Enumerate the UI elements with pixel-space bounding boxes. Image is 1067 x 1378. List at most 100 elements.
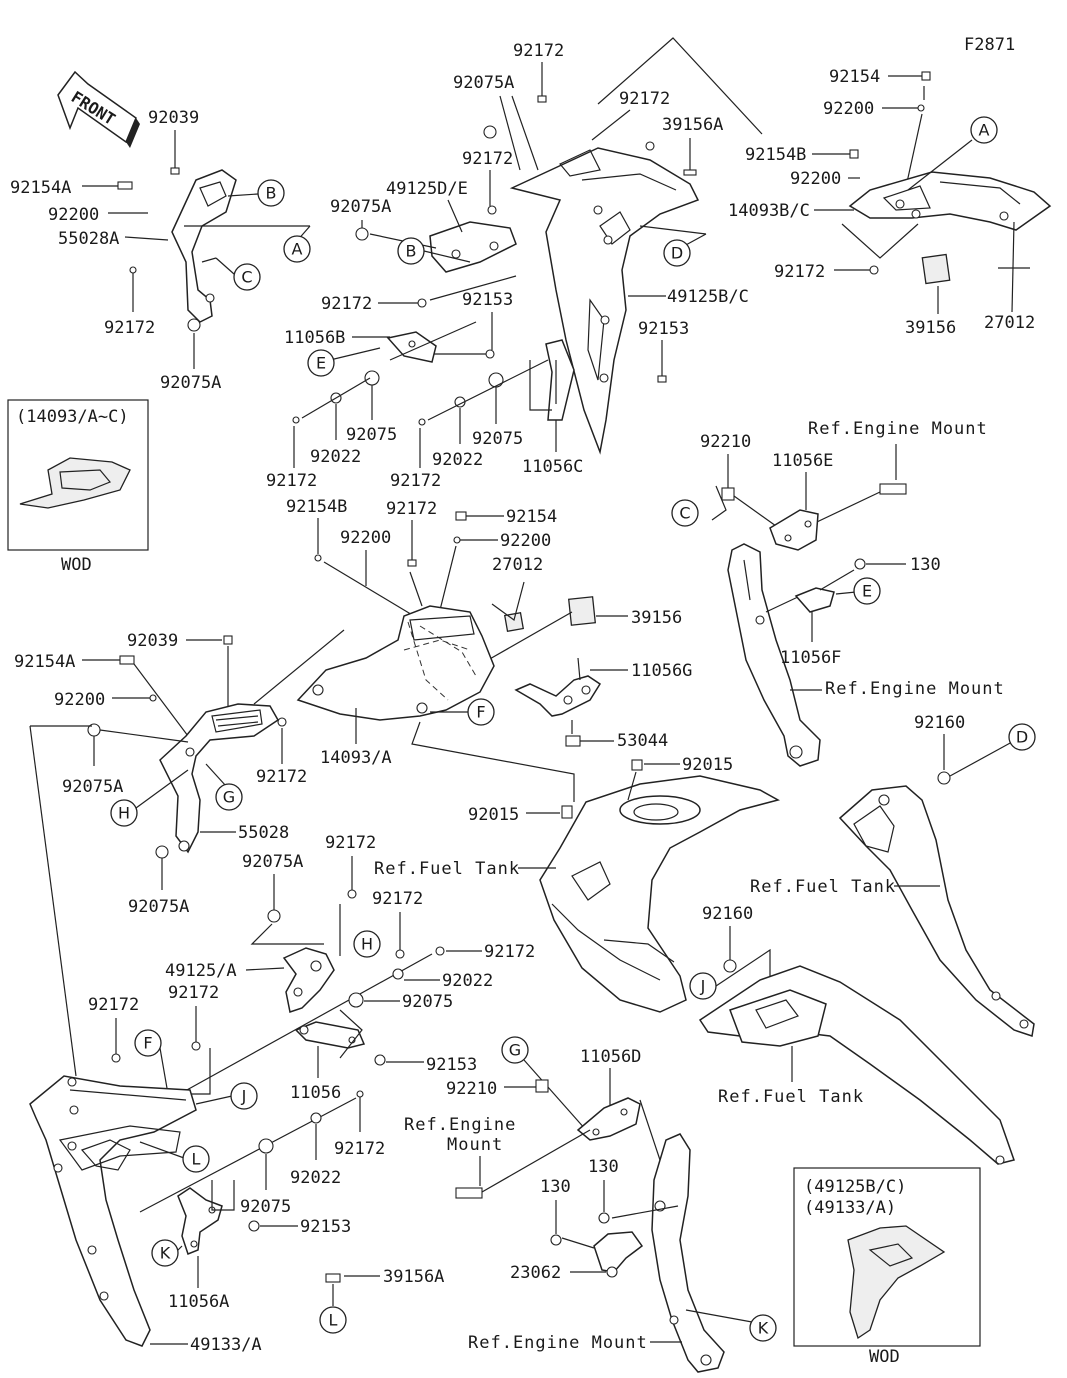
label-92200-mid2: 92200 — [500, 531, 551, 551]
callout-J-right: J — [700, 977, 706, 996]
label-11056D: 11056D — [580, 1047, 641, 1067]
label-92172-cm2: 92172 — [372, 889, 423, 909]
label-92172-mid: 92172 — [386, 499, 437, 519]
pad-39156-mid-illustration — [567, 596, 597, 626]
label-92153-lc: 92153 — [300, 1217, 351, 1237]
inset-box-right — [793, 1167, 981, 1347]
inset-right-footer: WOD — [869, 1347, 900, 1367]
bracket-11056C-illustration — [545, 339, 575, 421]
inset-left-footer: WOD — [61, 555, 92, 575]
label-92015-top: 92015 — [682, 755, 733, 775]
front-arrow-icon: FRONT — [57, 70, 140, 148]
label-92160-low: 92160 — [702, 904, 753, 924]
label-92022-b: 92022 — [432, 450, 483, 470]
callout-L-upper: L — [192, 1150, 201, 1169]
callout-L-lower: L — [329, 1311, 338, 1330]
lower-tank-panel-illustration — [698, 965, 1015, 1165]
label-92200-tr2: 92200 — [790, 169, 841, 189]
bracket-11056F-illustration — [794, 587, 835, 613]
label-92200-midl: 92200 — [54, 690, 105, 710]
label-92075A: 92075A — [160, 373, 221, 393]
callout-E-center: E — [316, 354, 326, 373]
label-92172-ll: 92172 — [88, 995, 139, 1015]
inset-right-header2: (49133/A) — [804, 1198, 896, 1218]
ref-engine-mount-lower-line1: Ref.Engine — [404, 1115, 516, 1135]
ref-engine-mount-mid: Ref.Engine Mount — [825, 679, 1005, 699]
label-39156A-top: 39156A — [662, 115, 723, 135]
label-92154: 92154 — [829, 67, 880, 87]
label-92172-cm: 92172 — [325, 833, 376, 853]
label-49133A: 49133/A — [190, 1335, 262, 1355]
callout-F-mid: F — [476, 703, 485, 722]
label-92172: 92172 — [104, 318, 155, 338]
label-11056C: 11056C — [522, 457, 583, 477]
ref-fuel-tank-lower: Ref.Fuel Tank — [718, 1087, 864, 1107]
label-92075A-cm: 92075A — [242, 852, 303, 872]
label-92154B: 92154B — [286, 497, 347, 517]
label-92172-top: 92172 — [513, 41, 564, 61]
label-92200-tr: 92200 — [823, 99, 874, 119]
label-14093BC: 14093B/C — [728, 201, 810, 221]
label-92075: 92075 — [346, 425, 397, 445]
callout-C: C — [241, 268, 252, 287]
callout-J-left: J — [241, 1087, 247, 1106]
pad-39156-illustration — [921, 253, 951, 285]
label-53044: 53044 — [617, 731, 668, 751]
label-39156A-low: 39156A — [383, 1267, 444, 1287]
label-39156-tr: 39156 — [905, 318, 956, 338]
ref-engine-mount-top: Ref.Engine Mount — [808, 419, 988, 439]
label-92160-top: 92160 — [914, 713, 965, 733]
label-55028: 55028 — [238, 823, 289, 843]
label-27012-mid: 27012 — [492, 555, 543, 575]
callout-K-right: K — [758, 1319, 769, 1338]
figure-code: F2871 — [964, 35, 1015, 55]
label-92022-lc: 92022 — [290, 1168, 341, 1188]
label-49125BC: 49125B/C — [667, 287, 749, 307]
label-11056F: 11056F — [780, 648, 841, 668]
label-92075-cm: 92075 — [402, 992, 453, 1012]
engine-mount-frame-low-illustration — [651, 1133, 725, 1373]
ref-engine-mount-lower-line2: Mount — [447, 1135, 503, 1155]
inset-right-header1: (49125B/C) — [804, 1177, 906, 1197]
bracket-11056D-illustration — [576, 1097, 641, 1141]
callout-G-low: G — [509, 1041, 521, 1060]
callout-H-center: H — [361, 935, 373, 954]
ref-engine-mount-bottom: Ref.Engine Mount — [468, 1333, 648, 1353]
duct-55028-illustration — [159, 703, 279, 854]
callout-A: A — [292, 240, 303, 259]
label-11056G: 11056G — [631, 661, 692, 681]
callout-D-top: D — [671, 244, 683, 263]
inset-box-left — [7, 399, 149, 551]
label-92075-b: 92075 — [472, 429, 523, 449]
label-92172-d: 92172 — [321, 294, 372, 314]
label-92153-b: 92153 — [638, 319, 689, 339]
label-130-low: 130 — [588, 1157, 619, 1177]
fuel-tank-illustration — [539, 775, 780, 1013]
label-92022: 92022 — [310, 447, 361, 467]
label-92039-mid: 92039 — [127, 631, 178, 651]
label-92172-lc: 92172 — [334, 1139, 385, 1159]
label-92210-low: 92210 — [446, 1079, 497, 1099]
engine-mount-frame-top-illustration — [727, 543, 821, 767]
cowl-49125BC-illustration — [509, 147, 700, 455]
label-92022-cm: 92022 — [442, 971, 493, 991]
label-92154B-tr: 92154B — [745, 145, 806, 165]
inset-right-part-illustration — [847, 1225, 946, 1340]
label-92075A-top: 92075A — [453, 73, 514, 93]
label-14093A: 14093/A — [320, 748, 392, 768]
label-23062: 23062 — [510, 1263, 561, 1283]
bracket-11056G-illustration — [514, 657, 602, 717]
label-92172-midl: 92172 — [256, 767, 307, 787]
bracket-23062-illustration — [593, 1231, 644, 1278]
callout-A-right: A — [979, 121, 990, 140]
label-11056E: 11056E — [772, 451, 833, 471]
callout-B-center: B — [406, 242, 417, 261]
bracket-11056A-illustration — [177, 1187, 223, 1255]
label-92154A-mid: 92154A — [14, 652, 75, 672]
label-11056A: 11056A — [168, 1292, 229, 1312]
inset-left-part-illustration — [19, 457, 131, 509]
label-92154A: 92154A — [10, 178, 71, 198]
label-92015-left: 92015 — [468, 805, 519, 825]
label-92200-mid: 92200 — [340, 528, 391, 548]
